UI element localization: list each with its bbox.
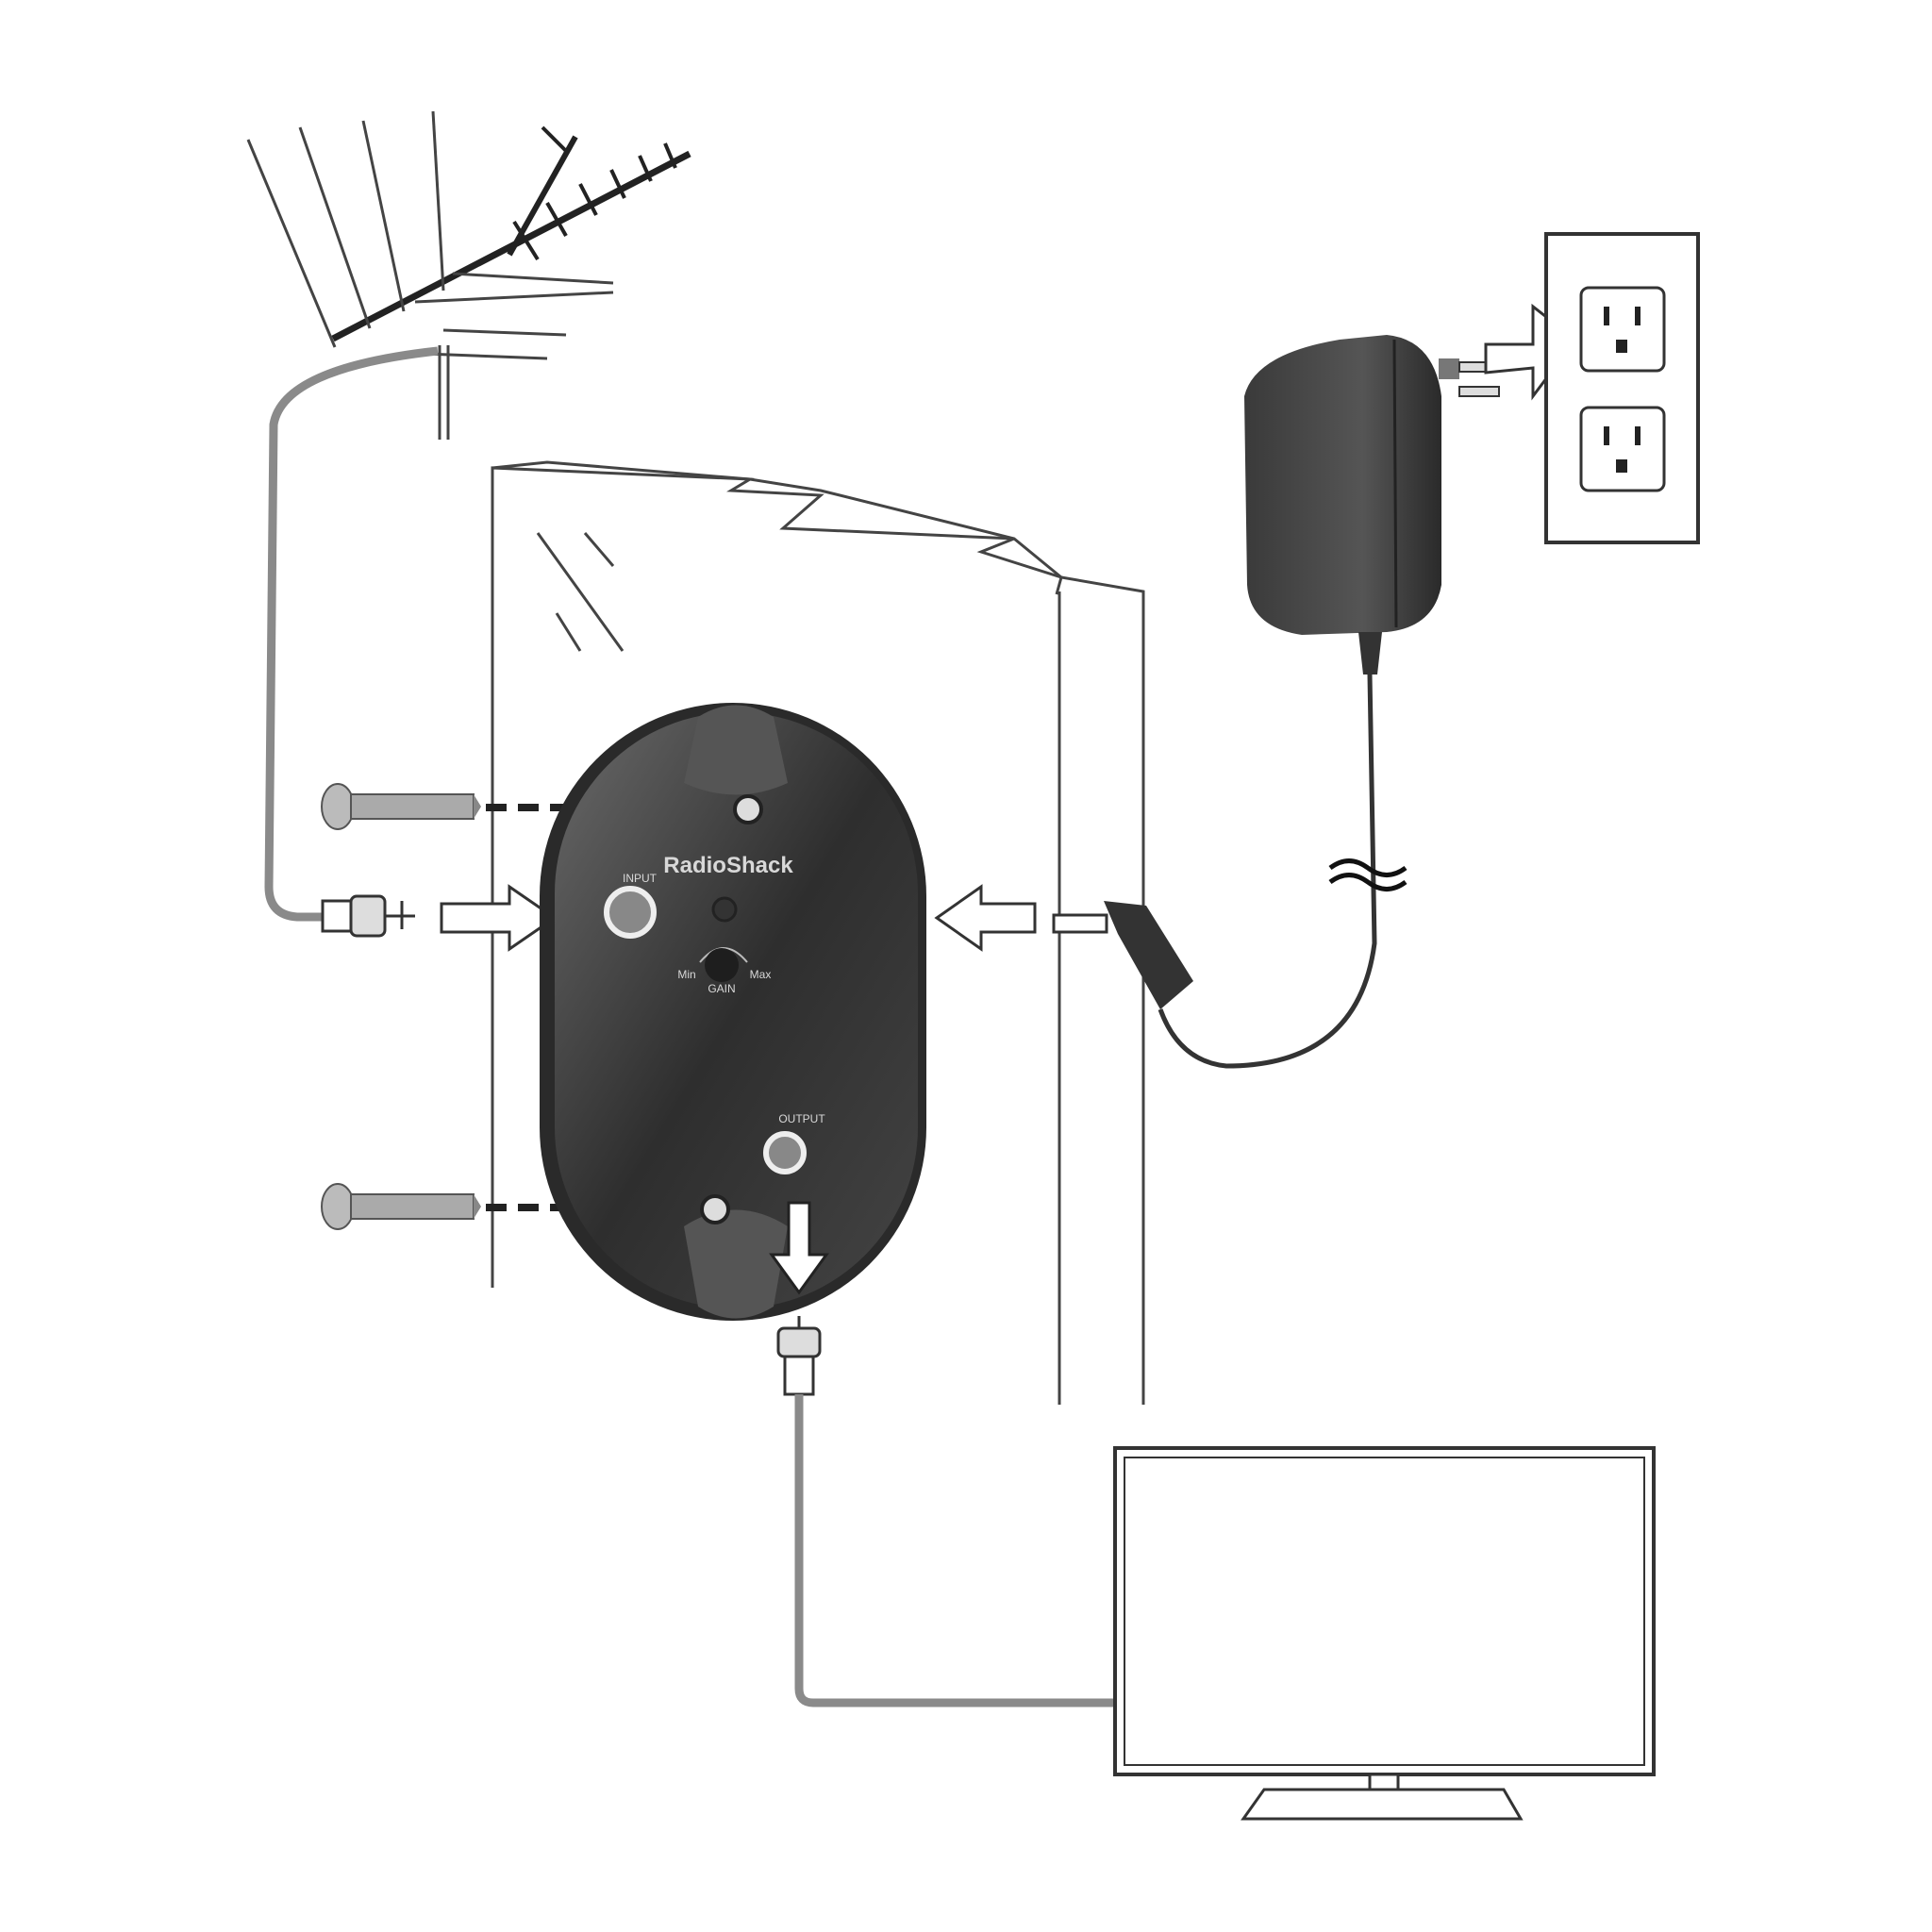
output-f-connector [776,1316,822,1396]
input-port [604,886,657,939]
screw-top [321,783,481,830]
wall-frame [491,460,1145,1405]
power-cord [1158,674,1377,1069]
input-f-connector [321,894,415,938]
cord-break-icon [1328,858,1407,891]
output-label: OUTPUT [778,1112,825,1125]
antenna-cable [264,346,439,922]
input-label: INPUT [623,872,658,885]
amplifier-device: RadioShack INPUT Min Max GAIN OUTPUT [540,703,926,1321]
power-adapter [1244,335,1500,675]
gain-label: GAIN [708,982,735,995]
dc-plug [1052,901,1193,1009]
television [1113,1446,1656,1821]
screw-bottom [321,1183,481,1230]
wall-outlet [1544,232,1700,544]
arrow-down-icon [769,1201,829,1295]
output-port [763,1131,807,1174]
power-led [711,896,738,923]
gain-min-label: Min [677,968,695,981]
arrow-right-icon [440,884,558,952]
brand-logo: RadioShack [663,853,793,878]
antenna [246,110,691,440]
tv-cable [794,1394,1115,1707]
arrow-left-icon [934,884,1037,952]
gain-max-label: Max [750,968,772,981]
gain-knob [705,948,739,982]
